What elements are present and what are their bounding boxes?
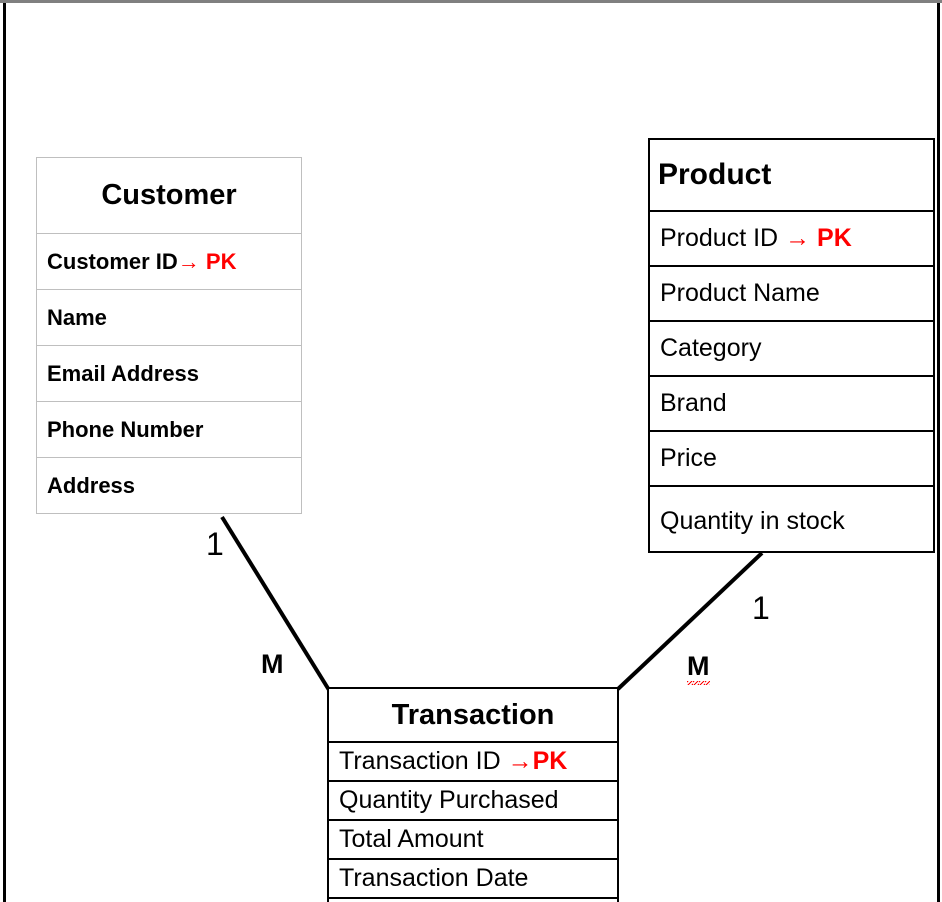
entity-transaction-attribute-row[interactable]: Total Amount [329, 821, 617, 860]
pk-badge: PK [205, 248, 237, 274]
attribute-name: Email Address [47, 360, 200, 386]
pk-arrow-icon: → [177, 248, 200, 274]
attribute-name: Product Name [660, 279, 820, 307]
entity-customer-title: Customer [37, 158, 301, 234]
page-frame-left-border [3, 3, 6, 902]
entity-transaction-attribute-row[interactable]: Quantity Purchased [329, 782, 617, 821]
attribute-name: Transaction ID [339, 747, 501, 775]
attribute-name: Total Amount [339, 825, 484, 853]
attribute-name: Quantity in stock [660, 506, 845, 535]
entity-product[interactable]: Product Product ID → PK Product Name Cat… [648, 138, 935, 553]
attribute-name: Category [660, 334, 762, 362]
entity-customer-attribute-row[interactable]: Address [37, 458, 301, 514]
entity-transaction-title: Transaction [329, 689, 617, 743]
entity-product-attribute-row[interactable]: Product Name [650, 267, 933, 322]
attribute-name: Name [47, 304, 107, 330]
entity-product-attribute-row[interactable]: Category [650, 322, 933, 377]
cardinality-transaction-many-right: M [687, 651, 710, 685]
pk-arrow-icon: → [785, 224, 811, 252]
pk-badge: PK [532, 747, 568, 775]
cardinality-customer-one: 1 [206, 526, 224, 562]
entity-customer-attribute-row[interactable]: Customer ID→ PK [37, 234, 301, 290]
page-frame-top-border [0, 0, 942, 3]
entity-product-attribute-row[interactable]: Product ID → PK [650, 212, 933, 267]
attribute-name: Brand [660, 389, 727, 417]
entity-product-attribute-row[interactable]: Quantity in stock [650, 487, 933, 555]
entity-transaction[interactable]: Transaction Transaction ID →PK Quantity … [327, 687, 619, 902]
entity-customer-attribute-row[interactable]: Phone Number [37, 402, 301, 458]
attribute-name: Customer ID [47, 248, 178, 274]
attribute-name: Transaction Date [339, 864, 529, 892]
entity-customer-attribute-row[interactable]: Email Address [37, 346, 301, 402]
entity-customer-attribute-row[interactable]: Name [37, 290, 301, 346]
pk-arrow-icon: → [507, 747, 533, 775]
entity-product-title: Product [650, 140, 933, 212]
entity-transaction-attribute-row[interactable]: Transaction Date [329, 860, 617, 899]
entity-product-attribute-row[interactable]: Brand [650, 377, 933, 432]
entity-transaction-attribute-row[interactable]: Transaction ID →PK [329, 743, 617, 782]
attribute-name: Price [660, 444, 717, 472]
attribute-name: Product ID [660, 224, 779, 252]
page-frame-right-border [937, 3, 940, 902]
cardinality-transaction-many-left: M [261, 649, 284, 679]
pk-badge: PK [817, 224, 852, 252]
entity-product-attribute-row[interactable]: Price [650, 432, 933, 487]
entity-customer[interactable]: Customer Customer ID→ PK Name Email Addr… [36, 157, 302, 514]
attribute-name: Phone Number [47, 416, 204, 442]
cardinality-product-one: 1 [752, 590, 770, 626]
attribute-name: Quantity Purchased [339, 786, 559, 814]
cardinality-many-text: M [687, 651, 710, 685]
attribute-name: Address [47, 473, 136, 498]
